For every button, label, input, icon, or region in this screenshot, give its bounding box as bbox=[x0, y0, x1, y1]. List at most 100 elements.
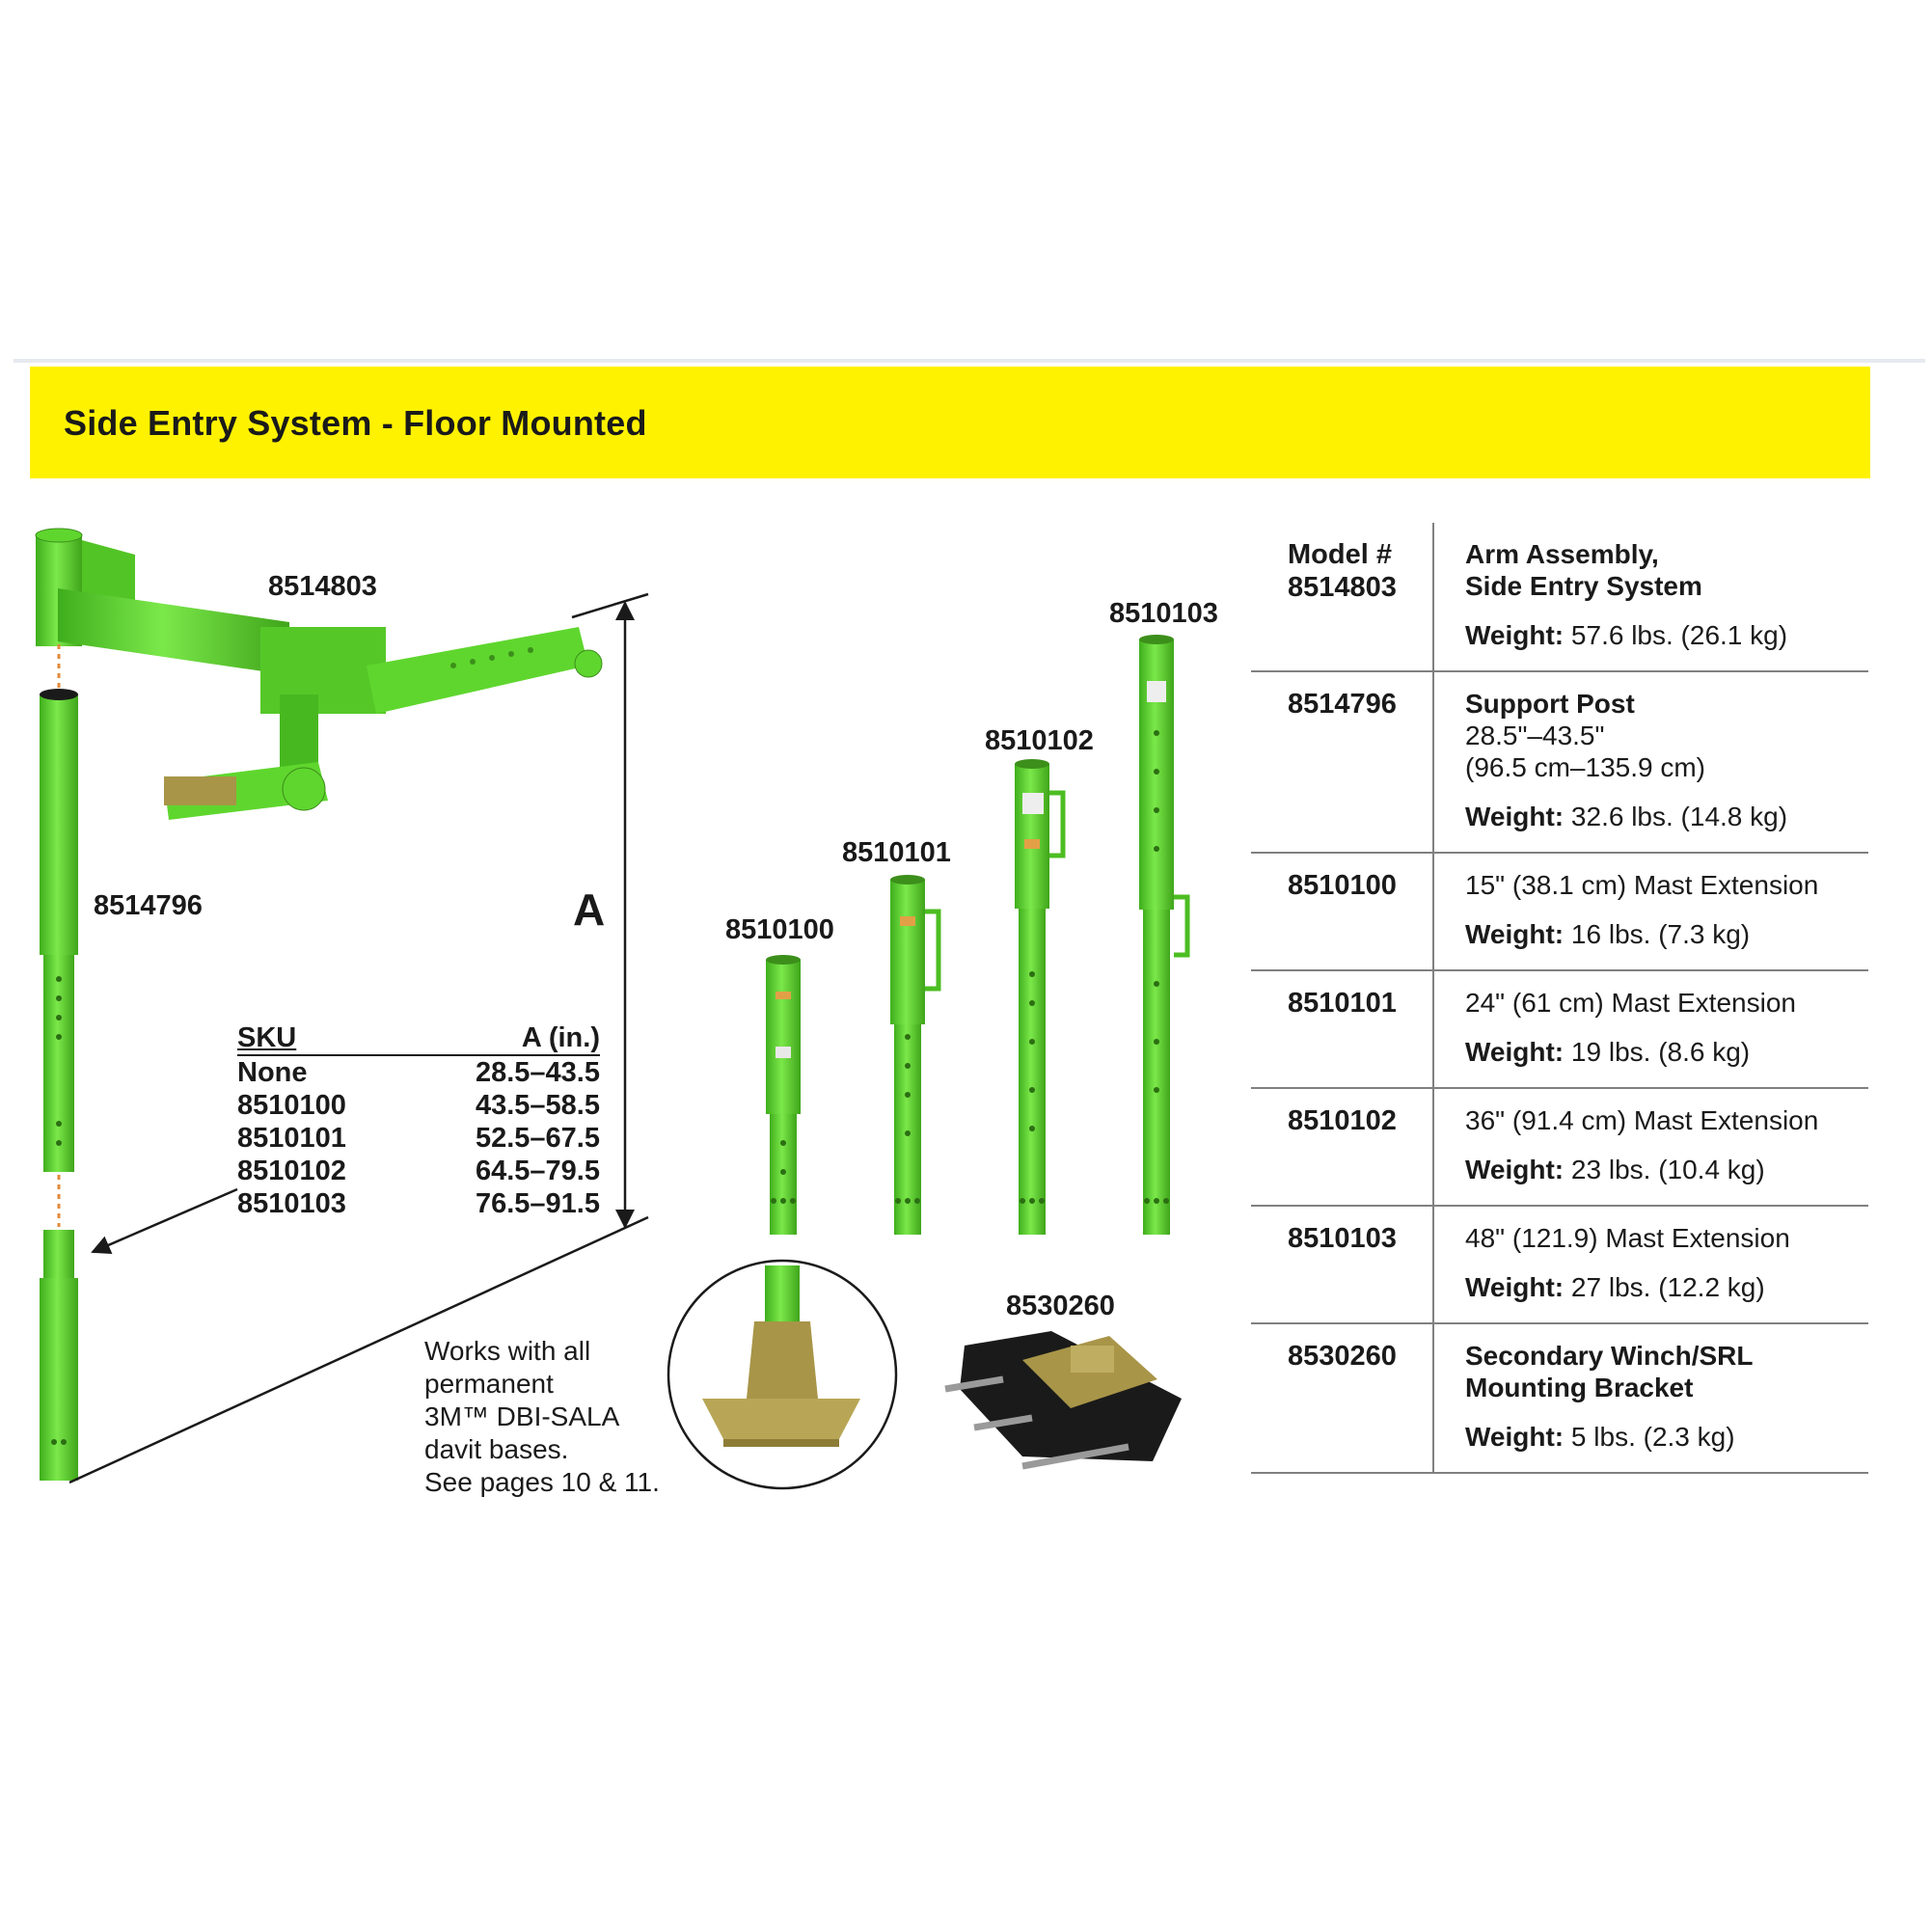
sku-table-row: 8510102 64.5–79.5 bbox=[237, 1155, 600, 1187]
arm-assembly-drawing bbox=[35, 528, 603, 820]
product-name-line: Support Post bbox=[1465, 689, 1635, 719]
top-divider bbox=[14, 359, 1925, 363]
ext-8510103-label: 8510103 bbox=[1109, 598, 1218, 629]
dimension-a-label: A bbox=[573, 884, 606, 935]
product-name-line: Side Entry System bbox=[1465, 571, 1702, 601]
a-range-cell: 28.5–43.5 bbox=[475, 1057, 600, 1088]
title-banner: Side Entry System - Floor Mounted bbox=[30, 367, 1870, 478]
weight-value: 19 lbs. (8.6 kg) bbox=[1564, 1037, 1751, 1067]
bracket-model-label: 8530260 bbox=[1006, 1291, 1115, 1321]
model-number-line: Model # bbox=[1288, 539, 1392, 570]
davit-base-note: Works with all permanent 3M™ DBI-SALA da… bbox=[424, 1335, 675, 1499]
model-number-line: 8510100 bbox=[1288, 870, 1397, 901]
model-number-line: 8514796 bbox=[1288, 689, 1397, 720]
ext-8510102-label: 8510102 bbox=[985, 725, 1094, 756]
model-number: 8530260 bbox=[1288, 1340, 1397, 1373]
model-number: 8510102 bbox=[1288, 1104, 1397, 1137]
model-number-line: 8510103 bbox=[1288, 1223, 1397, 1254]
product-detail-line: 48" (121.9) Mast Extension bbox=[1465, 1223, 1790, 1253]
spec-table: Model #8514803 Arm Assembly,Side Entry Sy… bbox=[1251, 523, 1868, 1474]
weight-label: Weight: bbox=[1465, 1422, 1565, 1452]
weight-line: Weight: 16 lbs. (7.3 kg) bbox=[1465, 918, 1868, 950]
weight-label: Weight: bbox=[1465, 1037, 1565, 1067]
weight-label: Weight: bbox=[1465, 919, 1565, 949]
note-line: Works with all bbox=[424, 1336, 591, 1366]
dimension-a-lines bbox=[68, 592, 649, 1484]
sku-col-header: SKU bbox=[237, 1022, 297, 1053]
ext-8510100-label: 8510100 bbox=[725, 914, 834, 945]
weight-value: 16 lbs. (7.3 kg) bbox=[1564, 919, 1751, 949]
model-number: 8510100 bbox=[1288, 869, 1397, 902]
a-range-cell: 64.5–79.5 bbox=[475, 1156, 600, 1186]
weight-value: 27 lbs. (12.2 kg) bbox=[1564, 1272, 1765, 1302]
note-line: See pages 10 & 11. bbox=[424, 1467, 660, 1497]
weight-label: Weight: bbox=[1465, 1155, 1565, 1184]
product-detail-line: 36" (91.4 cm) Mast Extension bbox=[1465, 1105, 1819, 1135]
mast-extension-8510101-drawing bbox=[890, 875, 941, 1235]
weight-line: Weight: 27 lbs. (12.2 kg) bbox=[1465, 1271, 1868, 1303]
weight-line: Weight: 5 lbs. (2.3 kg) bbox=[1465, 1421, 1868, 1453]
product-name-line: Secondary Winch/SRL bbox=[1465, 1341, 1754, 1371]
model-number: 8510103 bbox=[1288, 1222, 1397, 1255]
note-line: 3M™ DBI-SALA bbox=[424, 1401, 620, 1431]
a-range-cell: 52.5–67.5 bbox=[475, 1123, 600, 1154]
product-detail-line: 15" (38.1 cm) Mast Extension bbox=[1465, 870, 1819, 900]
model-number-line: 8510101 bbox=[1288, 988, 1397, 1019]
mast-extension-8510103-drawing bbox=[1139, 635, 1190, 1235]
bracket-8530260-drawing bbox=[944, 1331, 1182, 1470]
a-col-header: A (in.) bbox=[521, 1022, 600, 1053]
page-title: Side Entry System - Floor Mounted bbox=[64, 403, 647, 443]
weight-line: Weight: 57.6 lbs. (26.1 kg) bbox=[1465, 619, 1868, 651]
weight-label: Weight: bbox=[1465, 620, 1565, 650]
sku-cell: 8510101 bbox=[237, 1123, 346, 1154]
weight-label: Weight: bbox=[1465, 1272, 1565, 1302]
model-number: Model #8514803 bbox=[1288, 538, 1397, 604]
weight-line: Weight: 19 lbs. (8.6 kg) bbox=[1465, 1036, 1868, 1068]
note-line: davit bases. bbox=[424, 1434, 569, 1464]
ext-8510101-label: 8510101 bbox=[842, 837, 951, 868]
a-range-cell: 43.5–58.5 bbox=[475, 1090, 600, 1121]
mast-extension-8510100-drawing bbox=[766, 955, 801, 1235]
weight-value: 23 lbs. (10.4 kg) bbox=[1564, 1155, 1765, 1184]
model-number: 8510101 bbox=[1288, 987, 1397, 1020]
model-number-line: 8514803 bbox=[1288, 572, 1397, 603]
model-number-line: 8510102 bbox=[1288, 1105, 1397, 1136]
weight-line: Weight: 23 lbs. (10.4 kg) bbox=[1465, 1154, 1868, 1185]
davit-base-detail bbox=[667, 1259, 898, 1490]
a-range-cell: 76.5–91.5 bbox=[475, 1188, 600, 1219]
sku-cell: 8510100 bbox=[237, 1090, 346, 1121]
product-illustration bbox=[35, 528, 1190, 1490]
product-detail-line: 28.5"–43.5" bbox=[1465, 721, 1605, 750]
model-number-line: 8530260 bbox=[1288, 1341, 1397, 1372]
product-name-line: Arm Assembly, bbox=[1465, 539, 1659, 569]
sku-table-header: SKU A (in.) bbox=[237, 1022, 600, 1056]
support-post-drawing bbox=[40, 644, 78, 1481]
weight-value: 5 lbs. (2.3 kg) bbox=[1564, 1422, 1735, 1452]
sku-cell: 8510102 bbox=[237, 1156, 346, 1186]
model-number: 8514796 bbox=[1288, 688, 1397, 721]
weight-label: Weight: bbox=[1465, 802, 1565, 831]
arm-model-label: 8514803 bbox=[268, 571, 377, 602]
weight-value: 57.6 lbs. (26.1 kg) bbox=[1564, 620, 1788, 650]
product-name-line: Mounting Bracket bbox=[1465, 1373, 1694, 1402]
weight-line: Weight: 32.6 lbs. (14.8 kg) bbox=[1465, 801, 1868, 832]
weight-value: 32.6 lbs. (14.8 kg) bbox=[1564, 802, 1788, 831]
product-detail-line: (96.5 cm–135.9 cm) bbox=[1465, 752, 1705, 782]
sku-table-row: 8510101 52.5–67.5 bbox=[237, 1122, 600, 1155]
